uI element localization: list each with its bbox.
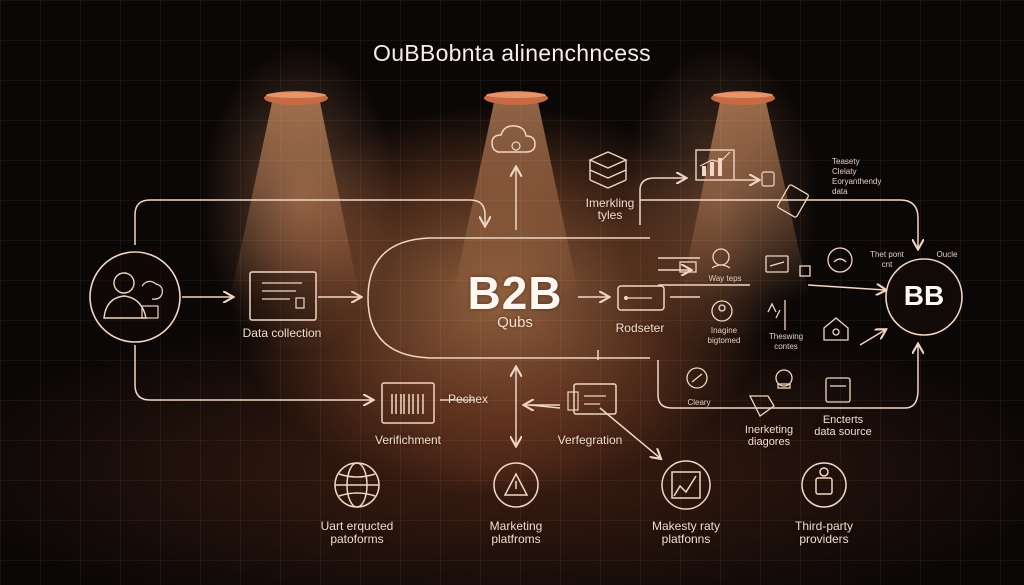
label-marketing-types: Imerkling tyles — [585, 196, 635, 222]
device-icons — [761, 171, 809, 218]
right-cluster-icons — [679, 247, 853, 417]
spotlight-beams — [230, 102, 810, 300]
hub-subtitle: Qubs — [497, 314, 533, 331]
document-icon — [249, 271, 317, 321]
label-redster: Rodseter — [615, 321, 665, 335]
label-marketing-diagores: Inerketing diagores — [744, 424, 794, 448]
source-label-1: Uart erqucted patoforms — [320, 519, 394, 546]
database-icon — [588, 151, 628, 189]
source-label-4: Third-party providers — [794, 519, 853, 546]
label-cleary: Cleary — [687, 398, 711, 407]
ceiling-lamps — [264, 91, 775, 105]
laptop-icon — [567, 383, 617, 415]
label-checkx: Pechex — [447, 392, 489, 406]
label-vergration: Verfegration — [557, 433, 623, 447]
page-title: OuBBobnta alinenchncess — [373, 40, 651, 66]
list-item-3: Eoryanthendy — [832, 177, 882, 186]
label-end-left: Thet pont cnt — [870, 250, 904, 269]
hub-title: B2B — [467, 267, 563, 319]
end-node-title: BB — [903, 280, 945, 311]
source-node[interactable] — [89, 251, 181, 343]
source-label-2: Marketing platfroms — [489, 519, 543, 546]
label-data-collection: Data collection — [242, 326, 322, 340]
connector-lines — [134, 168, 918, 458]
bar-chart-icon — [695, 149, 735, 181]
label-enterts: Encterts data source — [814, 414, 872, 438]
list-item-1: Teasety — [832, 157, 860, 166]
bottom-source-circles — [334, 460, 847, 510]
list-item-4: data — [832, 187, 848, 196]
source-label-3: Makesty raty platfonns — [651, 519, 720, 546]
label-end-right: Oucle — [936, 250, 958, 259]
label-thesting: Theswing contes — [768, 332, 804, 351]
label-way-teps: Way teps — [708, 274, 742, 283]
barcode-icon — [381, 382, 435, 424]
label-inagine: Inagine bigtomed — [707, 326, 741, 345]
list-item-2: Clelaty — [832, 167, 857, 176]
server-icon — [617, 285, 665, 311]
cloud-icon — [491, 125, 536, 153]
destination-node[interactable] — [885, 258, 963, 336]
label-verifichment: Verifichment — [374, 433, 442, 447]
